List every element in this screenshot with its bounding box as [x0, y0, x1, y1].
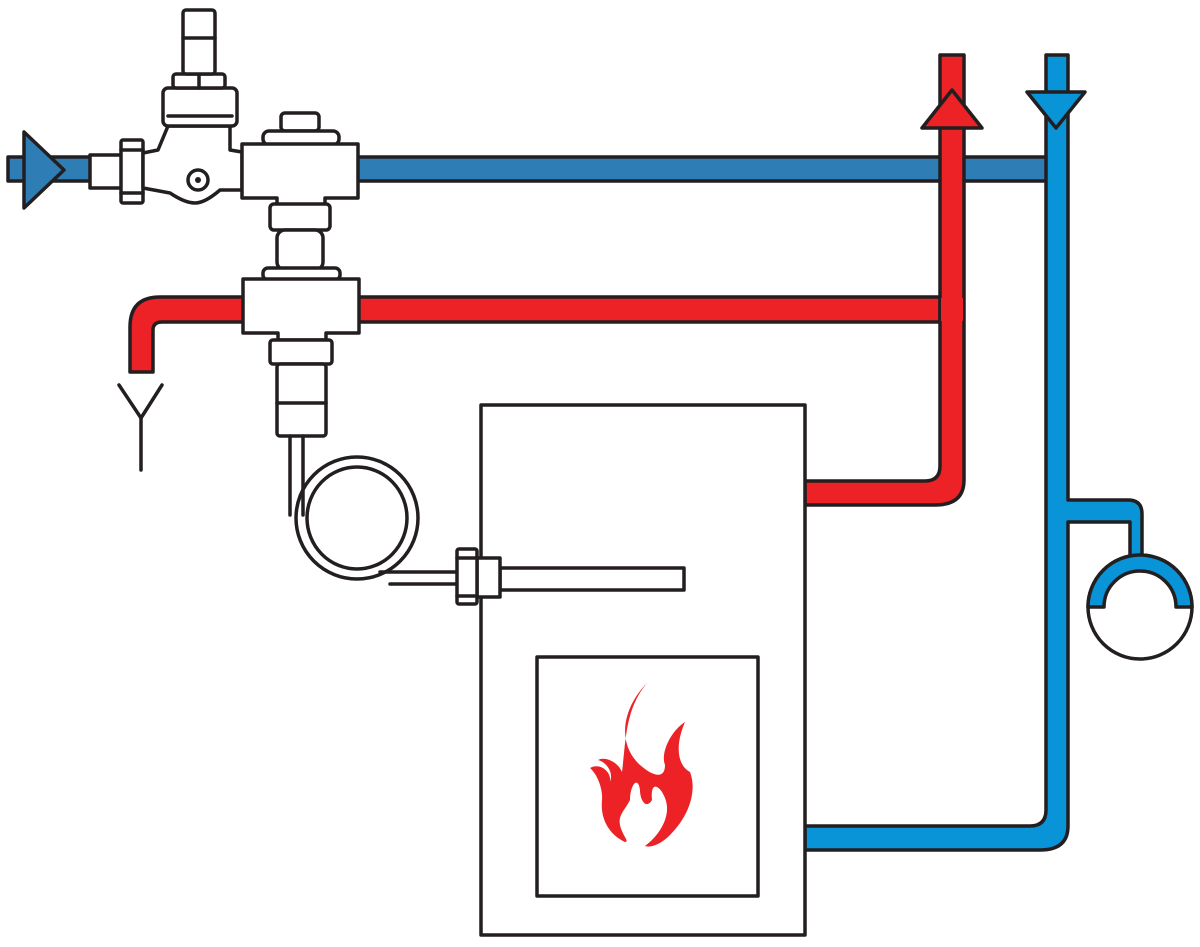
- cold-flow-down-arrow-icon: [1025, 90, 1087, 130]
- temperature-sensor-probe: [455, 547, 686, 606]
- pressure-reducing-valve: [88, 8, 244, 205]
- drain-icon: [117, 383, 164, 472]
- capillary-sensor: [288, 434, 459, 586]
- cold-return-pipe: [803, 53, 1144, 852]
- flow-in-arrow-icon: [22, 130, 66, 210]
- thermostatic-valve-icon: [240, 111, 361, 438]
- expansion-vessel-icon: [1086, 553, 1194, 661]
- flame-icon: [590, 682, 693, 847]
- hot-flow-up-arrow-icon: [920, 88, 984, 130]
